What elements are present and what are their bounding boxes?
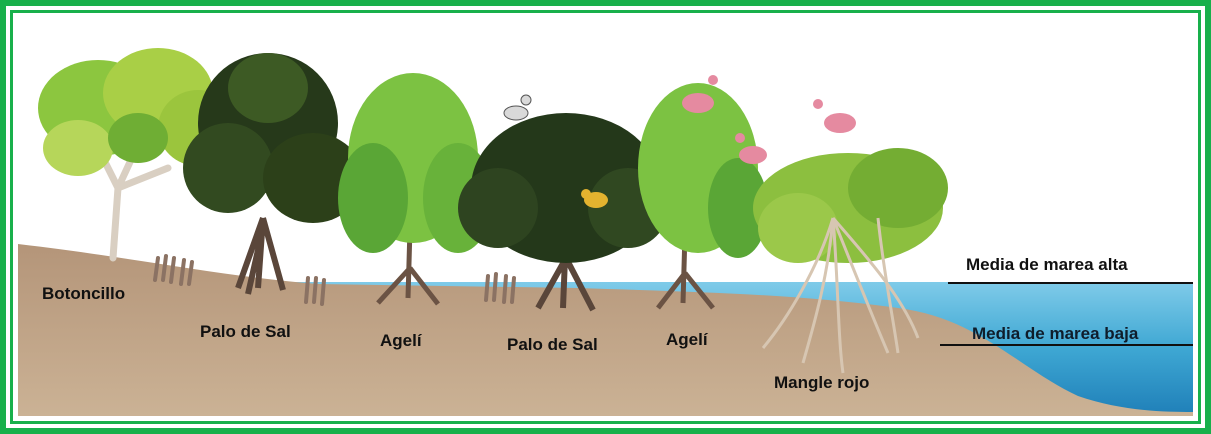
label-botoncillo: Botoncillo bbox=[42, 284, 125, 304]
spoonbill-3-icon bbox=[813, 99, 856, 133]
tree-palo-de-sal-1 bbox=[183, 53, 363, 294]
mangrove-illustration bbox=[18, 18, 1193, 416]
label-mangle-rojo: Mangle rojo bbox=[774, 373, 869, 393]
label-palo-de-sal-2: Palo de Sal bbox=[507, 335, 598, 355]
label-ageli-2: Agelí bbox=[666, 330, 708, 350]
tree-ageli-2 bbox=[638, 83, 768, 308]
label-palo-de-sal-1: Palo de Sal bbox=[200, 322, 291, 342]
label-high-tide: Media de marea alta bbox=[966, 255, 1128, 275]
label-low-tide: Media de marea baja bbox=[972, 324, 1138, 344]
mangrove-zonation-diagram: Botoncillo Palo de Sal Agelí Palo de Sal… bbox=[18, 18, 1193, 416]
label-ageli-1: Agelí bbox=[380, 331, 422, 351]
bird-heron-icon bbox=[504, 95, 531, 120]
